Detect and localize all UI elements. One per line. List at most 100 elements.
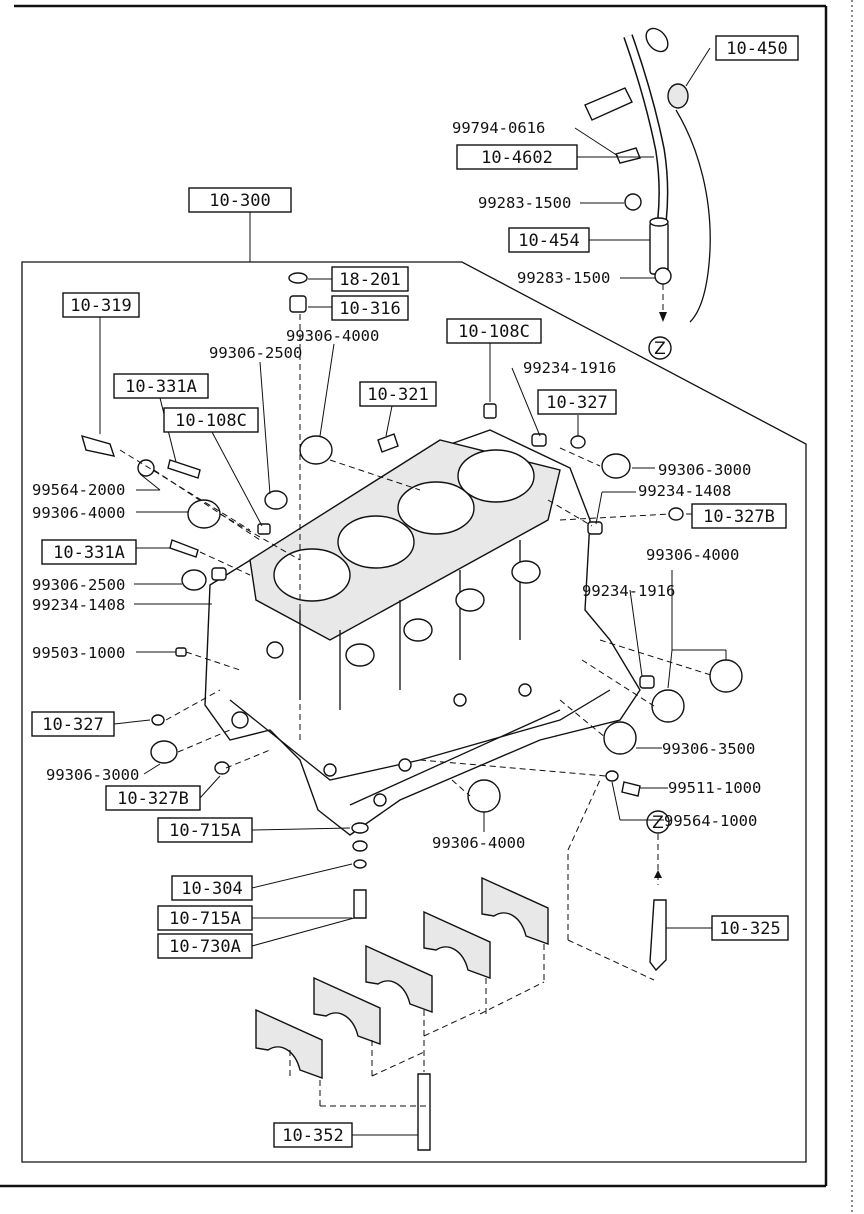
pn-99564-1000: 99564-1000 xyxy=(664,812,757,830)
label-10-730a: 10-730A xyxy=(157,933,253,959)
pn-99306-3000-right: 99306-3000 xyxy=(658,461,751,479)
hose-clamp-upper xyxy=(624,193,642,211)
stud-bolt-left xyxy=(169,539,199,558)
pn-99306-4000-left: 99306-4000 xyxy=(32,504,125,522)
label-10-454: 10-454 xyxy=(508,227,590,253)
hose-clamp-lower xyxy=(654,267,672,285)
svg-text:10-730A: 10-730A xyxy=(169,937,241,957)
svg-text:10-316: 10-316 xyxy=(339,299,400,319)
cylinder-bore-1 xyxy=(273,548,351,602)
svg-text:10-325: 10-325 xyxy=(719,919,780,939)
pn-99794-0616: 99794-0616 xyxy=(452,119,545,137)
svg-text:10-304: 10-304 xyxy=(181,879,242,899)
label-10-4602: 10-4602 xyxy=(456,144,578,170)
svg-text:10-4602: 10-4602 xyxy=(481,148,553,168)
pn-99283-1500-b: 99283-1500 xyxy=(517,269,610,287)
cylinder-bore-3 xyxy=(397,481,475,535)
label-10-715a-2: 10-715A xyxy=(157,905,253,931)
dipstick-assembly xyxy=(584,27,711,323)
svg-text:10-108C: 10-108C xyxy=(458,322,530,342)
pn-99306-4000-bottom: 99306-4000 xyxy=(432,834,525,852)
dipstick-bolt xyxy=(615,147,641,164)
svg-text:10-327: 10-327 xyxy=(42,715,103,735)
pn-99306-4000-top: 99306-4000 xyxy=(286,327,379,345)
svg-text:Z: Z xyxy=(652,813,664,833)
connector-z-bottom: Z xyxy=(646,810,670,885)
label-10-300: 10-300 xyxy=(188,187,292,213)
svg-text:10-352: 10-352 xyxy=(282,1126,343,1146)
connector-z-top: Z xyxy=(648,336,672,360)
svg-text:10-108C: 10-108C xyxy=(175,411,247,431)
oil-pressure-switch xyxy=(80,434,116,457)
label-18-201: 18-201 xyxy=(331,266,409,292)
svg-text:10-331A: 10-331A xyxy=(125,377,197,397)
label-10-352: 10-352 xyxy=(273,1122,353,1148)
pn-99564-2000: 99564-2000 xyxy=(32,481,125,499)
pn-99511-1000: 99511-1000 xyxy=(668,779,761,797)
cylinder-bore-4 xyxy=(457,449,535,503)
rear-seal-1 xyxy=(709,659,743,693)
svg-text:10-319: 10-319 xyxy=(70,296,131,316)
label-10-321: 10-321 xyxy=(359,381,437,407)
label-10-304: 10-304 xyxy=(171,875,253,901)
label-10-327-top: 10-327 xyxy=(537,389,617,415)
pn-99234-1916-top: 99234-1916 xyxy=(523,359,616,377)
dipstick-hose xyxy=(649,221,669,275)
svg-text:10-454: 10-454 xyxy=(518,231,579,251)
pn-99306-2500-top: 99306-2500 xyxy=(209,344,302,362)
svg-text:10-300: 10-300 xyxy=(209,191,270,211)
bottom-plug xyxy=(467,779,501,813)
label-10-108c-left: 10-108C xyxy=(163,407,259,433)
main-bearing-caps xyxy=(255,876,549,1151)
label-10-331a-top: 10-331A xyxy=(113,373,209,399)
label-10-316: 10-316 xyxy=(331,295,409,321)
label-10-319: 10-319 xyxy=(62,292,140,318)
svg-text:10-715A: 10-715A xyxy=(169,821,241,841)
rear-seal-2 xyxy=(651,689,685,723)
pn-99283-1500-a: 99283-1500 xyxy=(478,194,571,212)
pn-99306-3000-left: 99306-3000 xyxy=(46,766,139,784)
label-10-327-left: 10-327 xyxy=(31,711,115,737)
label-10-327b-left: 10-327B xyxy=(105,785,201,811)
bearing-cap-bolt xyxy=(417,1073,431,1151)
small-parts xyxy=(80,272,743,972)
svg-text:10-450: 10-450 xyxy=(726,39,787,59)
label-10-325: 10-325 xyxy=(711,915,789,941)
pn-99234-1408-right: 99234-1408 xyxy=(638,482,731,500)
cylinder-bore-2 xyxy=(337,515,415,569)
cylinder-block xyxy=(204,429,641,836)
plug-10-316 xyxy=(289,295,307,313)
svg-text:10-327: 10-327 xyxy=(546,393,607,413)
plug-18-201 xyxy=(288,272,308,284)
svg-text:18-201: 18-201 xyxy=(339,270,400,290)
water-pipe-10-325 xyxy=(649,899,667,972)
oil-jet xyxy=(483,403,497,419)
pn-99234-1408-left: 99234-1408 xyxy=(32,596,125,614)
svg-text:10-327B: 10-327B xyxy=(117,789,189,809)
svg-text:10-321: 10-321 xyxy=(367,385,428,405)
svg-text:10-715A: 10-715A xyxy=(169,909,241,929)
pn-99306-2500-left: 99306-2500 xyxy=(32,576,125,594)
pn-99306-3500: 99306-3500 xyxy=(662,740,755,758)
pn-99503-1000: 99503-1000 xyxy=(32,644,125,662)
rear-seal-3 xyxy=(603,721,637,755)
label-10-450: 10-450 xyxy=(715,35,799,61)
pn-99234-1916-right: 99234-1916 xyxy=(582,582,675,600)
label-10-715a-1: 10-715A xyxy=(157,817,253,843)
label-10-327b-right: 10-327B xyxy=(691,503,787,529)
svg-text:10-331A: 10-331A xyxy=(53,543,125,563)
label-10-331a-left: 10-331A xyxy=(41,539,137,565)
svg-text:10-327B: 10-327B xyxy=(703,507,775,527)
pn-99306-4000-right: 99306-4000 xyxy=(646,546,739,564)
stud-bolt-top xyxy=(167,459,201,479)
leader-lines xyxy=(99,47,727,1136)
boxed-labels: 10-450 10-4602 10-454 10-300 18-201 10-3… xyxy=(31,35,799,1148)
part-numbers: 99794-0616 99283-1500 99283-1500 99306-4… xyxy=(32,119,761,852)
assembly-frame xyxy=(21,212,807,1163)
label-10-108c-top: 10-108C xyxy=(446,318,542,344)
svg-text:Z: Z xyxy=(654,339,666,359)
drain-bolt xyxy=(353,889,367,919)
